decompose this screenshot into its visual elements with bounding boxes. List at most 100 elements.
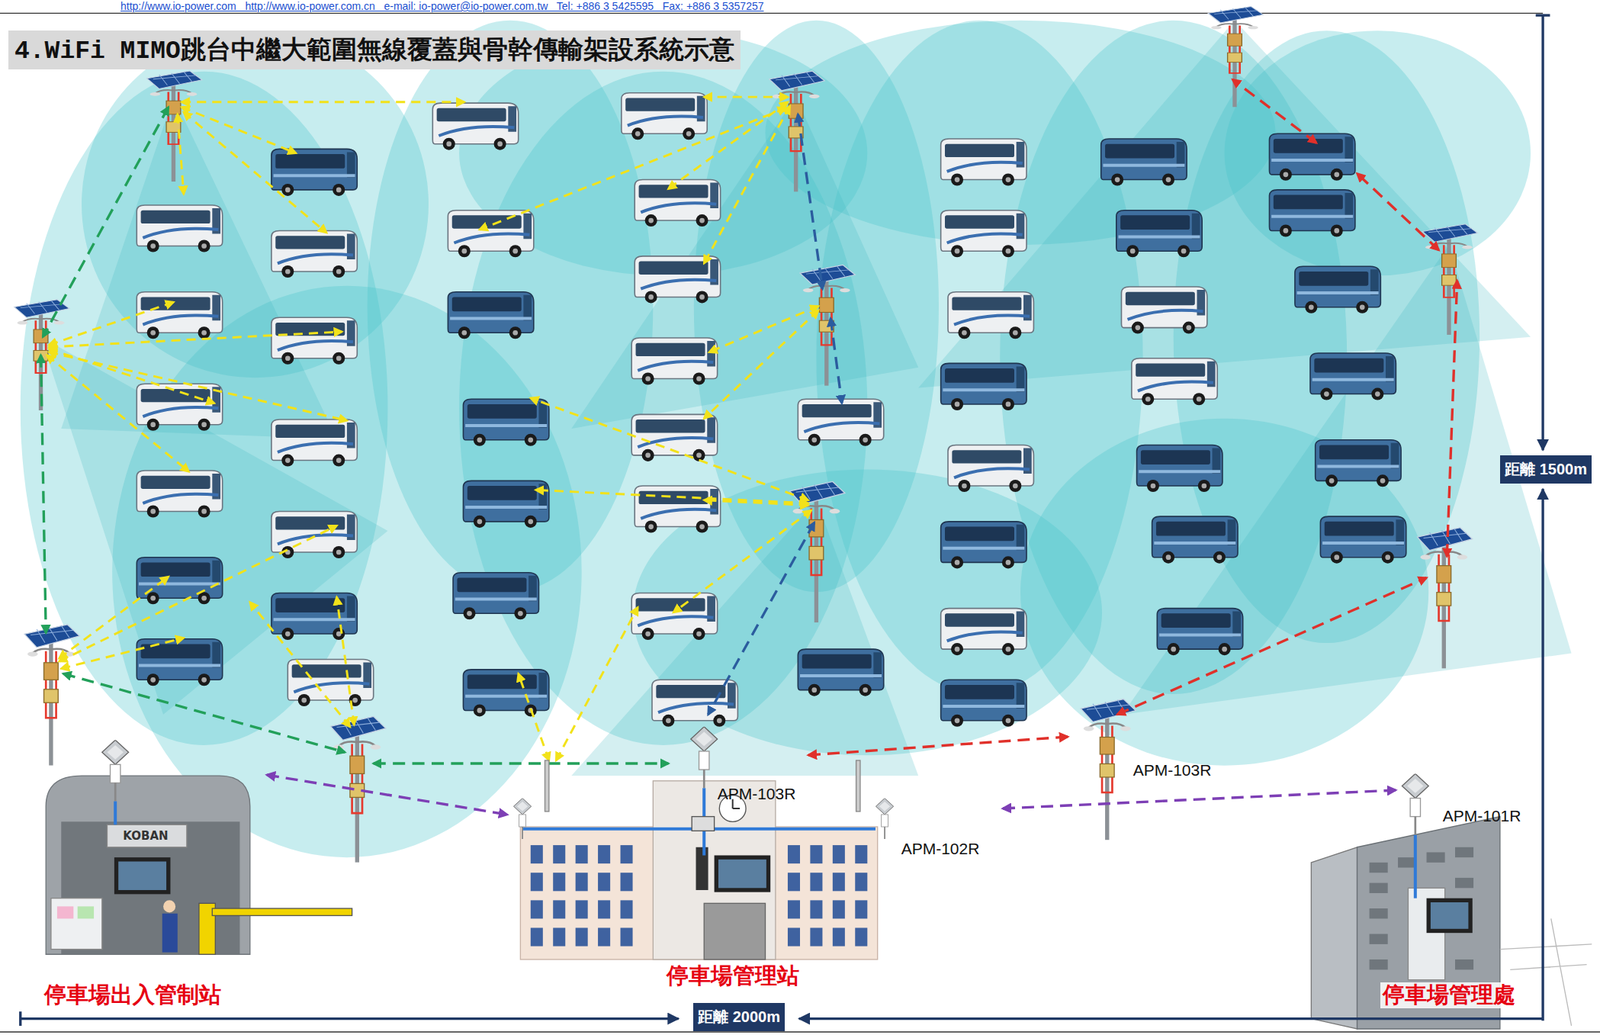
window bbox=[787, 844, 800, 864]
window bbox=[787, 927, 800, 946]
wifi-link bbox=[703, 106, 790, 264]
bus bbox=[1101, 138, 1187, 187]
wifi-link bbox=[703, 310, 819, 419]
dimension-label: 距離 1500m bbox=[1500, 455, 1592, 484]
bus bbox=[621, 93, 707, 141]
wifi-link bbox=[518, 673, 550, 761]
door bbox=[703, 902, 765, 960]
window bbox=[1455, 847, 1474, 858]
header-rule bbox=[0, 12, 1543, 14]
window bbox=[787, 872, 800, 891]
monitor-screen bbox=[718, 859, 767, 888]
wifi-link bbox=[48, 352, 347, 421]
window bbox=[854, 927, 868, 946]
window bbox=[1455, 959, 1474, 970]
notice-board bbox=[51, 898, 103, 950]
bus bbox=[797, 398, 884, 447]
green-backbone bbox=[41, 107, 669, 765]
monitor-screen bbox=[1430, 902, 1469, 929]
coverage-sector bbox=[41, 337, 389, 715]
blue-backbone bbox=[708, 114, 842, 715]
bus bbox=[797, 648, 884, 697]
network-switch bbox=[691, 816, 714, 832]
solar-pole bbox=[147, 70, 203, 182]
solar-pole-node: APM-103R bbox=[1067, 693, 1236, 843]
antenna bbox=[513, 798, 531, 840]
backbone-link bbox=[1232, 79, 1317, 143]
bus bbox=[941, 210, 1027, 258]
bus bbox=[652, 679, 738, 727]
bus bbox=[631, 414, 717, 462]
bus bbox=[634, 179, 720, 228]
bus bbox=[1310, 353, 1396, 401]
bus bbox=[447, 210, 534, 258]
monitor bbox=[1426, 898, 1473, 934]
backbone-link bbox=[830, 318, 842, 404]
dimension-line bbox=[1541, 15, 1544, 450]
dimension-line bbox=[20, 1017, 679, 1020]
footer-rule bbox=[0, 1031, 1600, 1032]
bus bbox=[136, 557, 222, 605]
wifi-link bbox=[61, 637, 184, 669]
wireless-backbone-link bbox=[266, 774, 508, 815]
bus-fleet bbox=[136, 93, 1406, 727]
window bbox=[854, 872, 868, 891]
bus bbox=[1137, 444, 1223, 492]
dimension-label: 距離 2000m bbox=[693, 1002, 785, 1032]
backbone-link bbox=[42, 107, 169, 338]
solar-pole bbox=[769, 70, 825, 192]
wifi-link bbox=[47, 355, 190, 473]
antenna bbox=[875, 798, 894, 840]
bus bbox=[634, 485, 720, 534]
window bbox=[620, 899, 633, 919]
wifi-link bbox=[181, 107, 296, 154]
coverage-area bbox=[20, 20, 1531, 858]
backbone-link bbox=[41, 355, 47, 633]
omni-antenna bbox=[544, 760, 549, 812]
bus bbox=[271, 419, 357, 467]
building-label: 停車場管理處 bbox=[1380, 982, 1518, 1008]
solar-pole bbox=[1416, 527, 1472, 669]
guard-body bbox=[162, 913, 178, 953]
antenna bbox=[102, 739, 129, 801]
clock bbox=[719, 795, 746, 823]
bus bbox=[462, 480, 549, 528]
antenna-node: APM-102R bbox=[869, 793, 1003, 866]
bus bbox=[462, 398, 549, 447]
window bbox=[530, 899, 543, 919]
red-backbone bbox=[1117, 79, 1458, 714]
solar-pole bbox=[1422, 224, 1478, 335]
dimension-tick bbox=[19, 1011, 22, 1026]
dimension-line bbox=[799, 1017, 1543, 1020]
bus bbox=[432, 102, 518, 151]
management-office-drawing bbox=[1310, 773, 1592, 1029]
bus bbox=[941, 608, 1027, 656]
solar-relay-poles bbox=[14, 6, 1478, 862]
management-station-building: 停車場管理站APM-103RAPM-102R bbox=[507, 720, 1007, 1003]
building-label: 停車場管理站 bbox=[666, 963, 800, 989]
window bbox=[530, 927, 543, 946]
bus bbox=[634, 256, 720, 304]
notice bbox=[57, 906, 74, 919]
antenna bbox=[1401, 773, 1429, 835]
backbone-link bbox=[1117, 577, 1427, 714]
window bbox=[597, 844, 611, 864]
wifi-link bbox=[250, 602, 351, 727]
bus bbox=[271, 230, 357, 278]
wifi-link bbox=[673, 510, 812, 613]
kiosk-body bbox=[45, 775, 251, 955]
monitor bbox=[114, 857, 171, 894]
window bbox=[787, 899, 800, 919]
wireless-backbone-link bbox=[1002, 790, 1396, 809]
window bbox=[552, 899, 566, 919]
window bbox=[809, 872, 823, 891]
management-office-building: 停車場管理處APM-101R bbox=[1296, 762, 1560, 1015]
network-cable bbox=[113, 801, 117, 826]
window bbox=[552, 872, 566, 891]
antenna bbox=[690, 726, 718, 788]
bus bbox=[941, 521, 1027, 569]
